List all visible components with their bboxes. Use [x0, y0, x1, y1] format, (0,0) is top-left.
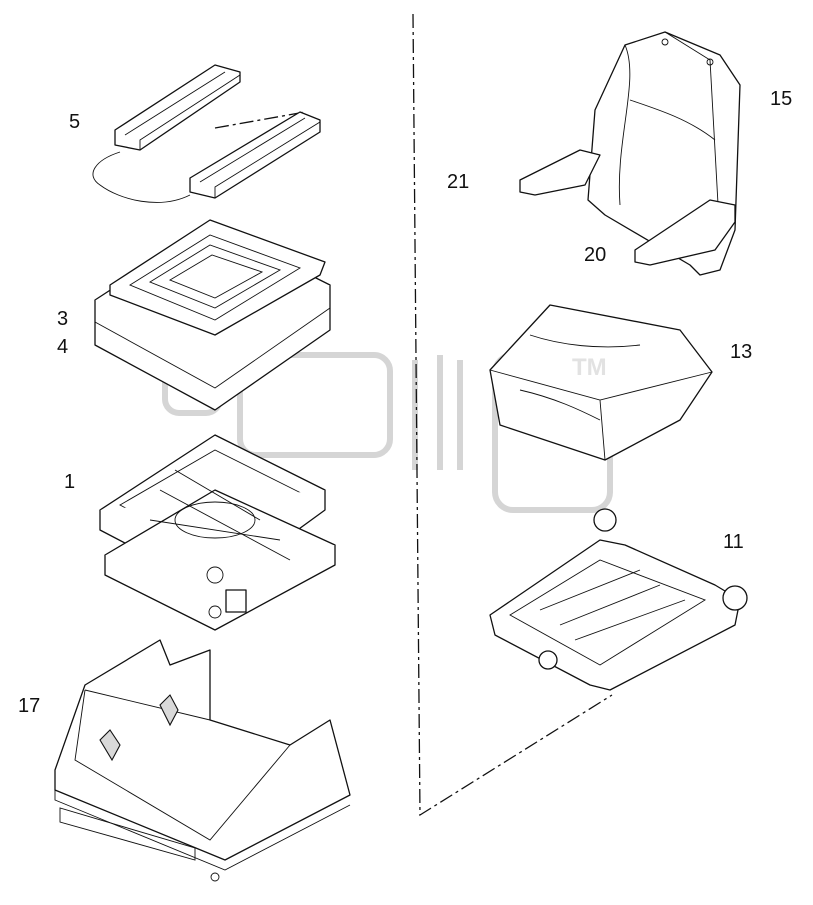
rail-leader-line [214, 111, 306, 129]
part-21-armrest-left [519, 149, 601, 196]
part-15-backrest [519, 31, 741, 276]
part-5-slide-rails [92, 64, 321, 203]
callout-20: 20 [584, 244, 607, 266]
callout-15: 15 [770, 88, 793, 110]
part-11-seat-frame [489, 508, 748, 691]
part-20-armrest-right [634, 199, 736, 266]
callout-1: 1 [64, 471, 76, 493]
callout-3: 3 [57, 308, 69, 330]
part-1-suspension [99, 434, 336, 631]
callout-13: 13 [730, 341, 753, 363]
callout-17: 17 [18, 695, 41, 717]
assembly-divider-line [412, 13, 613, 817]
part-3-4-bellows-cover [94, 219, 331, 411]
part-17-base-frame [54, 639, 351, 882]
part-13-seat-cushion [489, 304, 713, 461]
trademark-symbol: TM [572, 354, 607, 381]
callout-11: 11 [723, 531, 744, 553]
callout-21: 21 [447, 171, 470, 193]
callout-5: 5 [69, 111, 81, 133]
callout-4: 4 [57, 336, 69, 358]
